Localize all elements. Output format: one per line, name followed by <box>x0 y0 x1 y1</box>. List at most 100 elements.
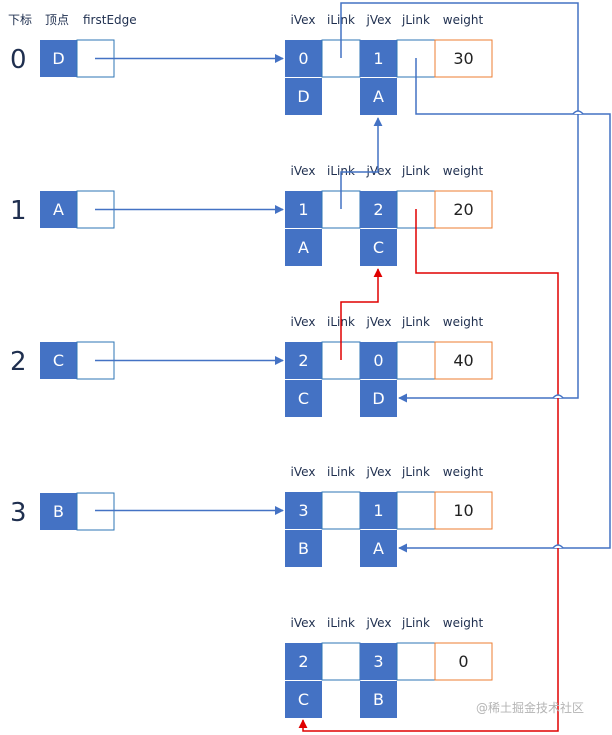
jlink-cell <box>396 491 436 530</box>
jvex-name-cell <box>360 530 397 567</box>
weight-cell <box>434 491 493 530</box>
ivex-name: A <box>298 238 309 257</box>
edge-node: iVex iLink jVex jLink weight 3 B 1 A 10 <box>285 465 493 567</box>
vertex-name: B <box>53 502 64 521</box>
jvex-name-cell <box>360 681 397 718</box>
jvex-name: A <box>373 539 384 558</box>
jvex-value: 1 <box>373 49 383 68</box>
weight-value: 10 <box>453 501 473 520</box>
jvex-cell <box>360 40 397 77</box>
edge-node: iVex iLink jVex jLink weight 2 C 3 B 0 <box>285 616 493 718</box>
header-ilink: iLink <box>327 164 355 178</box>
jvex-cell <box>360 191 397 228</box>
vertex-name: D <box>52 49 64 68</box>
vertex-row: 3 B <box>10 492 115 531</box>
link-arrow <box>340 117 383 209</box>
ivex-value: 1 <box>298 200 308 219</box>
ilink-cell <box>321 491 361 530</box>
header-weight: weight <box>443 616 484 630</box>
ivex-cell <box>285 40 322 77</box>
ivex-cell <box>285 191 322 228</box>
header-ivex: iVex <box>291 13 316 27</box>
ivex-name: D <box>297 87 309 106</box>
header-ivex: iVex <box>291 164 316 178</box>
ivex-name-cell <box>285 78 322 115</box>
header-vertex: 顶点 <box>45 13 69 27</box>
header-jvex: jVex <box>366 315 392 329</box>
first-edge-cell <box>76 492 115 531</box>
header-ilink: iLink <box>327 465 355 479</box>
line-hop <box>552 394 564 399</box>
weight-cell <box>434 39 493 78</box>
jvex-name-cell <box>360 78 397 115</box>
header-weight: weight <box>443 315 484 329</box>
header-ilink: iLink <box>327 616 355 630</box>
header-jlink: jLink <box>401 616 430 630</box>
vertex-index: 1 <box>10 196 27 226</box>
watermark: @稀土掘金技术社区 <box>476 700 584 715</box>
jlink-cell <box>396 642 436 681</box>
edge-node: iVex iLink jVex jLink weight 1 A 2 C 20 <box>285 164 493 266</box>
vertex-name: A <box>53 200 64 219</box>
weight-value: 40 <box>453 351 473 370</box>
jvex-cell <box>360 342 397 379</box>
weight-value: 20 <box>453 200 473 219</box>
jvex-value: 3 <box>373 652 383 671</box>
weight-cell <box>434 642 493 681</box>
ivex-name-cell <box>285 530 322 567</box>
vertex-name: C <box>53 351 64 370</box>
link-arrow-red <box>298 209 559 732</box>
ivex-name: B <box>298 539 309 558</box>
edge-node: iVex iLink jVex jLink weight 0 D 1 A 30 <box>285 13 493 115</box>
jvex-value: 0 <box>373 351 383 370</box>
vertex-index: 2 <box>10 347 27 377</box>
jvex-value: 2 <box>373 200 383 219</box>
ivex-value: 2 <box>298 652 308 671</box>
header-first-edge: firstEdge <box>83 13 137 27</box>
header-jlink: jLink <box>401 315 430 329</box>
weight-cell <box>434 341 493 380</box>
header-jlink: jLink <box>401 164 430 178</box>
weight-value: 30 <box>453 49 473 68</box>
header-ivex: iVex <box>291 315 316 329</box>
link-arrow-red <box>340 268 383 360</box>
jvex-cell <box>360 492 397 529</box>
header-jvex: jVex <box>366 616 392 630</box>
jvex-name: D <box>372 389 384 408</box>
header-ivex: iVex <box>291 616 316 630</box>
line-hop <box>572 110 584 115</box>
ivex-cell <box>285 492 322 529</box>
ivex-name-cell <box>285 681 322 718</box>
header-ivex: iVex <box>291 465 316 479</box>
vertex-index: 0 <box>10 45 27 75</box>
header-weight: weight <box>443 465 484 479</box>
jlink-cell <box>396 341 436 380</box>
header-weight: weight <box>443 164 484 178</box>
vertex-name-cell <box>40 40 77 77</box>
ivex-cell <box>285 342 322 379</box>
ivex-name-cell <box>285 380 322 417</box>
vertex-name-cell <box>40 493 77 530</box>
header-jvex: jVex <box>366 13 392 27</box>
header-weight: weight <box>443 13 484 27</box>
weight-value: 0 <box>458 652 468 671</box>
vertex-name-cell <box>40 342 77 379</box>
ivex-name-cell <box>285 229 322 266</box>
ivex-name: C <box>298 690 309 709</box>
vertex-name-cell <box>40 191 77 228</box>
header-index: 下标 <box>8 13 32 27</box>
header-jlink: jLink <box>401 465 430 479</box>
ivex-cell <box>285 643 322 680</box>
header-jlink: jLink <box>401 13 430 27</box>
jvex-name: B <box>373 690 384 709</box>
ivex-name: C <box>298 389 309 408</box>
jvex-cell <box>360 643 397 680</box>
jvex-name: C <box>373 238 384 257</box>
line-hop <box>552 544 564 549</box>
ivex-value: 3 <box>298 501 308 520</box>
ivex-value: 0 <box>298 49 308 68</box>
link-arrow <box>398 58 611 553</box>
jvex-name: A <box>373 87 384 106</box>
header-jvex: jVex <box>366 465 392 479</box>
